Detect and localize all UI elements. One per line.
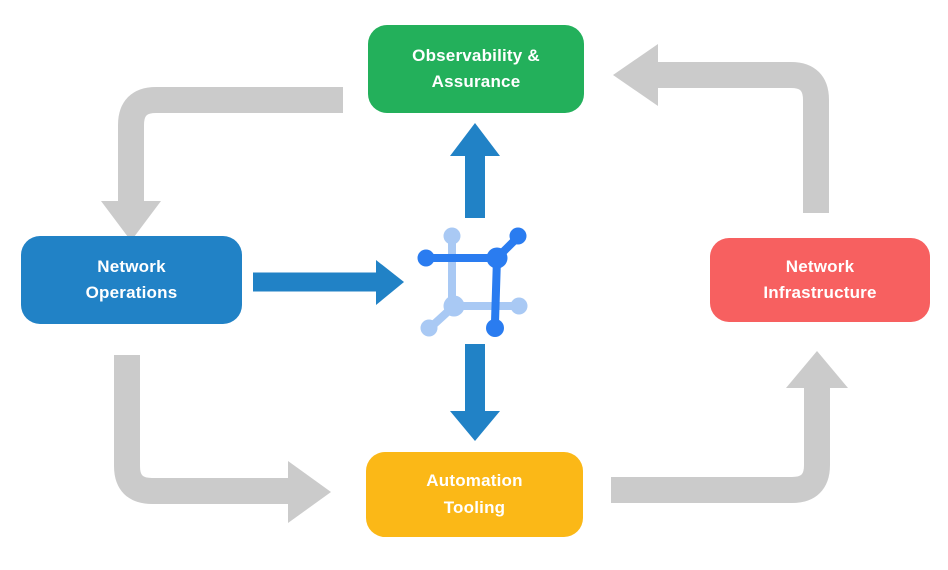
hub-node-dot: [443, 227, 461, 245]
arrow-shaft: [118, 87, 343, 203]
arrow-automation-to-infrastructure: [611, 351, 848, 503]
node-network-infrastructure: Network Infrastructure: [710, 238, 930, 322]
node-label: Network Operations: [85, 256, 178, 302]
hub-node-dot: [510, 297, 528, 315]
arrow-hub-to-automation: [450, 344, 500, 441]
arrow-head: [101, 201, 161, 241]
node-label: Observability & Assurance: [412, 45, 540, 91]
arrow-infrastructure-to-observability: [613, 44, 829, 213]
arrow-head: [450, 123, 500, 156]
arrow-shaft: [611, 388, 830, 503]
arrow-shaft: [114, 355, 288, 504]
arrow-head: [288, 461, 331, 523]
node-label: Automation Tooling: [426, 471, 523, 517]
hub-node-dot: [417, 249, 435, 267]
arrow-head: [376, 260, 404, 305]
arrow-head: [786, 351, 848, 388]
arrow-head: [450, 411, 500, 441]
hub-node-dot: [420, 319, 438, 337]
arrow-operations-to-automation: [114, 355, 331, 523]
hub-junction-node: [486, 247, 508, 269]
arrow-operations-to-hub: [253, 260, 404, 305]
hub-junction-node: [443, 295, 465, 317]
node-label: Network Infrastructure: [763, 256, 877, 302]
hub-edge-right: [491, 257, 501, 323]
network-hub-icon: [417, 227, 528, 337]
arrow-hub-to-observability: [450, 123, 500, 218]
hub-node-dot: [486, 319, 504, 337]
node-automation-tooling: Automation Tooling: [366, 452, 583, 537]
node-observability-assurance: Observability & Assurance: [368, 25, 584, 113]
arrow-observability-to-operations: [101, 87, 343, 241]
arrow-shaft: [658, 62, 829, 213]
arrow-head: [613, 44, 658, 106]
hub-node-dot: [509, 227, 527, 245]
node-network-operations: Network Operations: [21, 236, 242, 324]
